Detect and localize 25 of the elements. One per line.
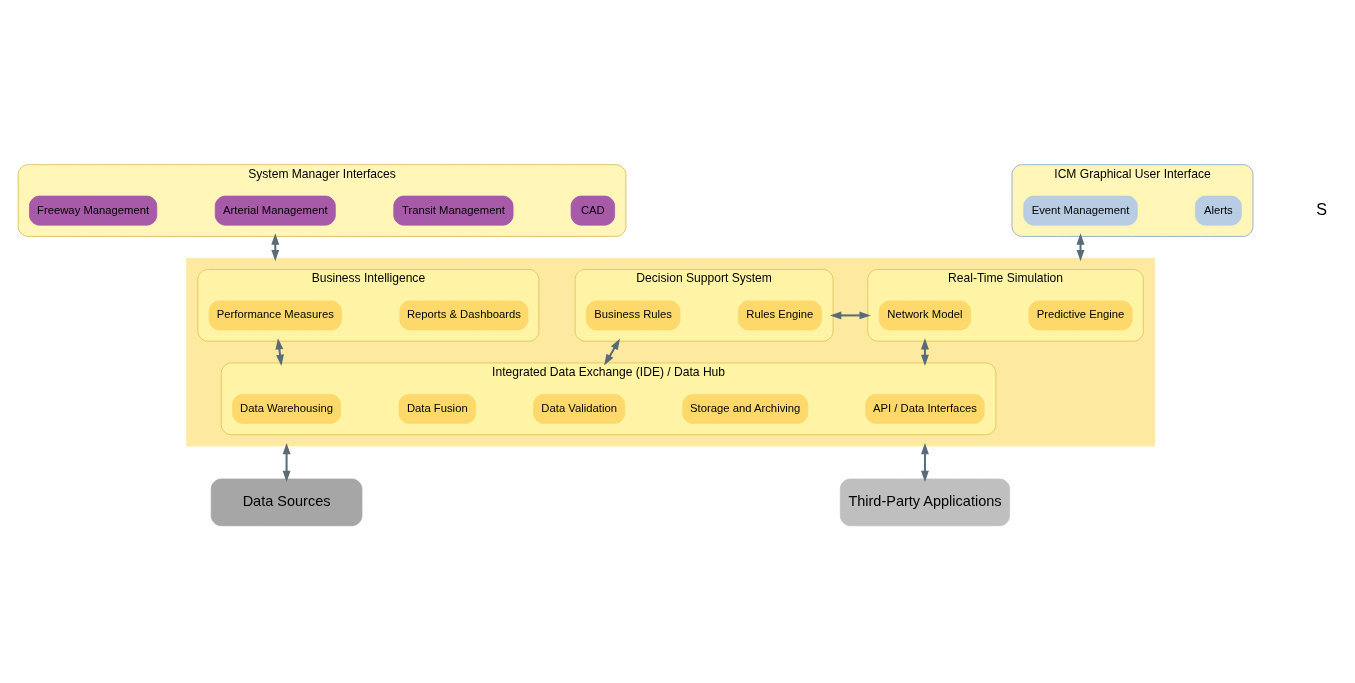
arrow bbox=[921, 442, 929, 482]
cluster bbox=[186, 257, 1156, 446]
node-box: Data Fusion bbox=[398, 393, 476, 424]
node-box: CAD bbox=[570, 195, 616, 226]
node-box: Performance Measures bbox=[208, 300, 342, 330]
node-box: Freeway Management bbox=[29, 195, 158, 226]
node-box: Event Management bbox=[1023, 195, 1138, 226]
node-box: Data Validation bbox=[533, 393, 626, 424]
arrow bbox=[282, 442, 291, 482]
node-box: Network Model bbox=[879, 300, 971, 330]
node-box: Business Rules bbox=[586, 300, 681, 330]
node-box: Data Sources bbox=[210, 478, 363, 526]
node-box: Reports & Dashboards bbox=[399, 300, 529, 330]
node-box: API / Data Interfaces bbox=[865, 393, 985, 424]
arrow bbox=[830, 310, 871, 319]
label: S bbox=[1316, 199, 1327, 218]
node-box: Rules Engine bbox=[737, 300, 822, 330]
node-box: Data Warehousing bbox=[232, 393, 341, 424]
node-box: Alerts bbox=[1194, 195, 1242, 226]
node-box: Transit Management bbox=[393, 195, 514, 226]
node-box: Predictive Engine bbox=[1028, 300, 1133, 330]
node-box: Third-Party Applications bbox=[839, 478, 1010, 526]
arrow bbox=[604, 338, 621, 366]
node-box: Arterial Management bbox=[214, 195, 336, 226]
node-box: Storage and Archiving bbox=[682, 393, 809, 424]
